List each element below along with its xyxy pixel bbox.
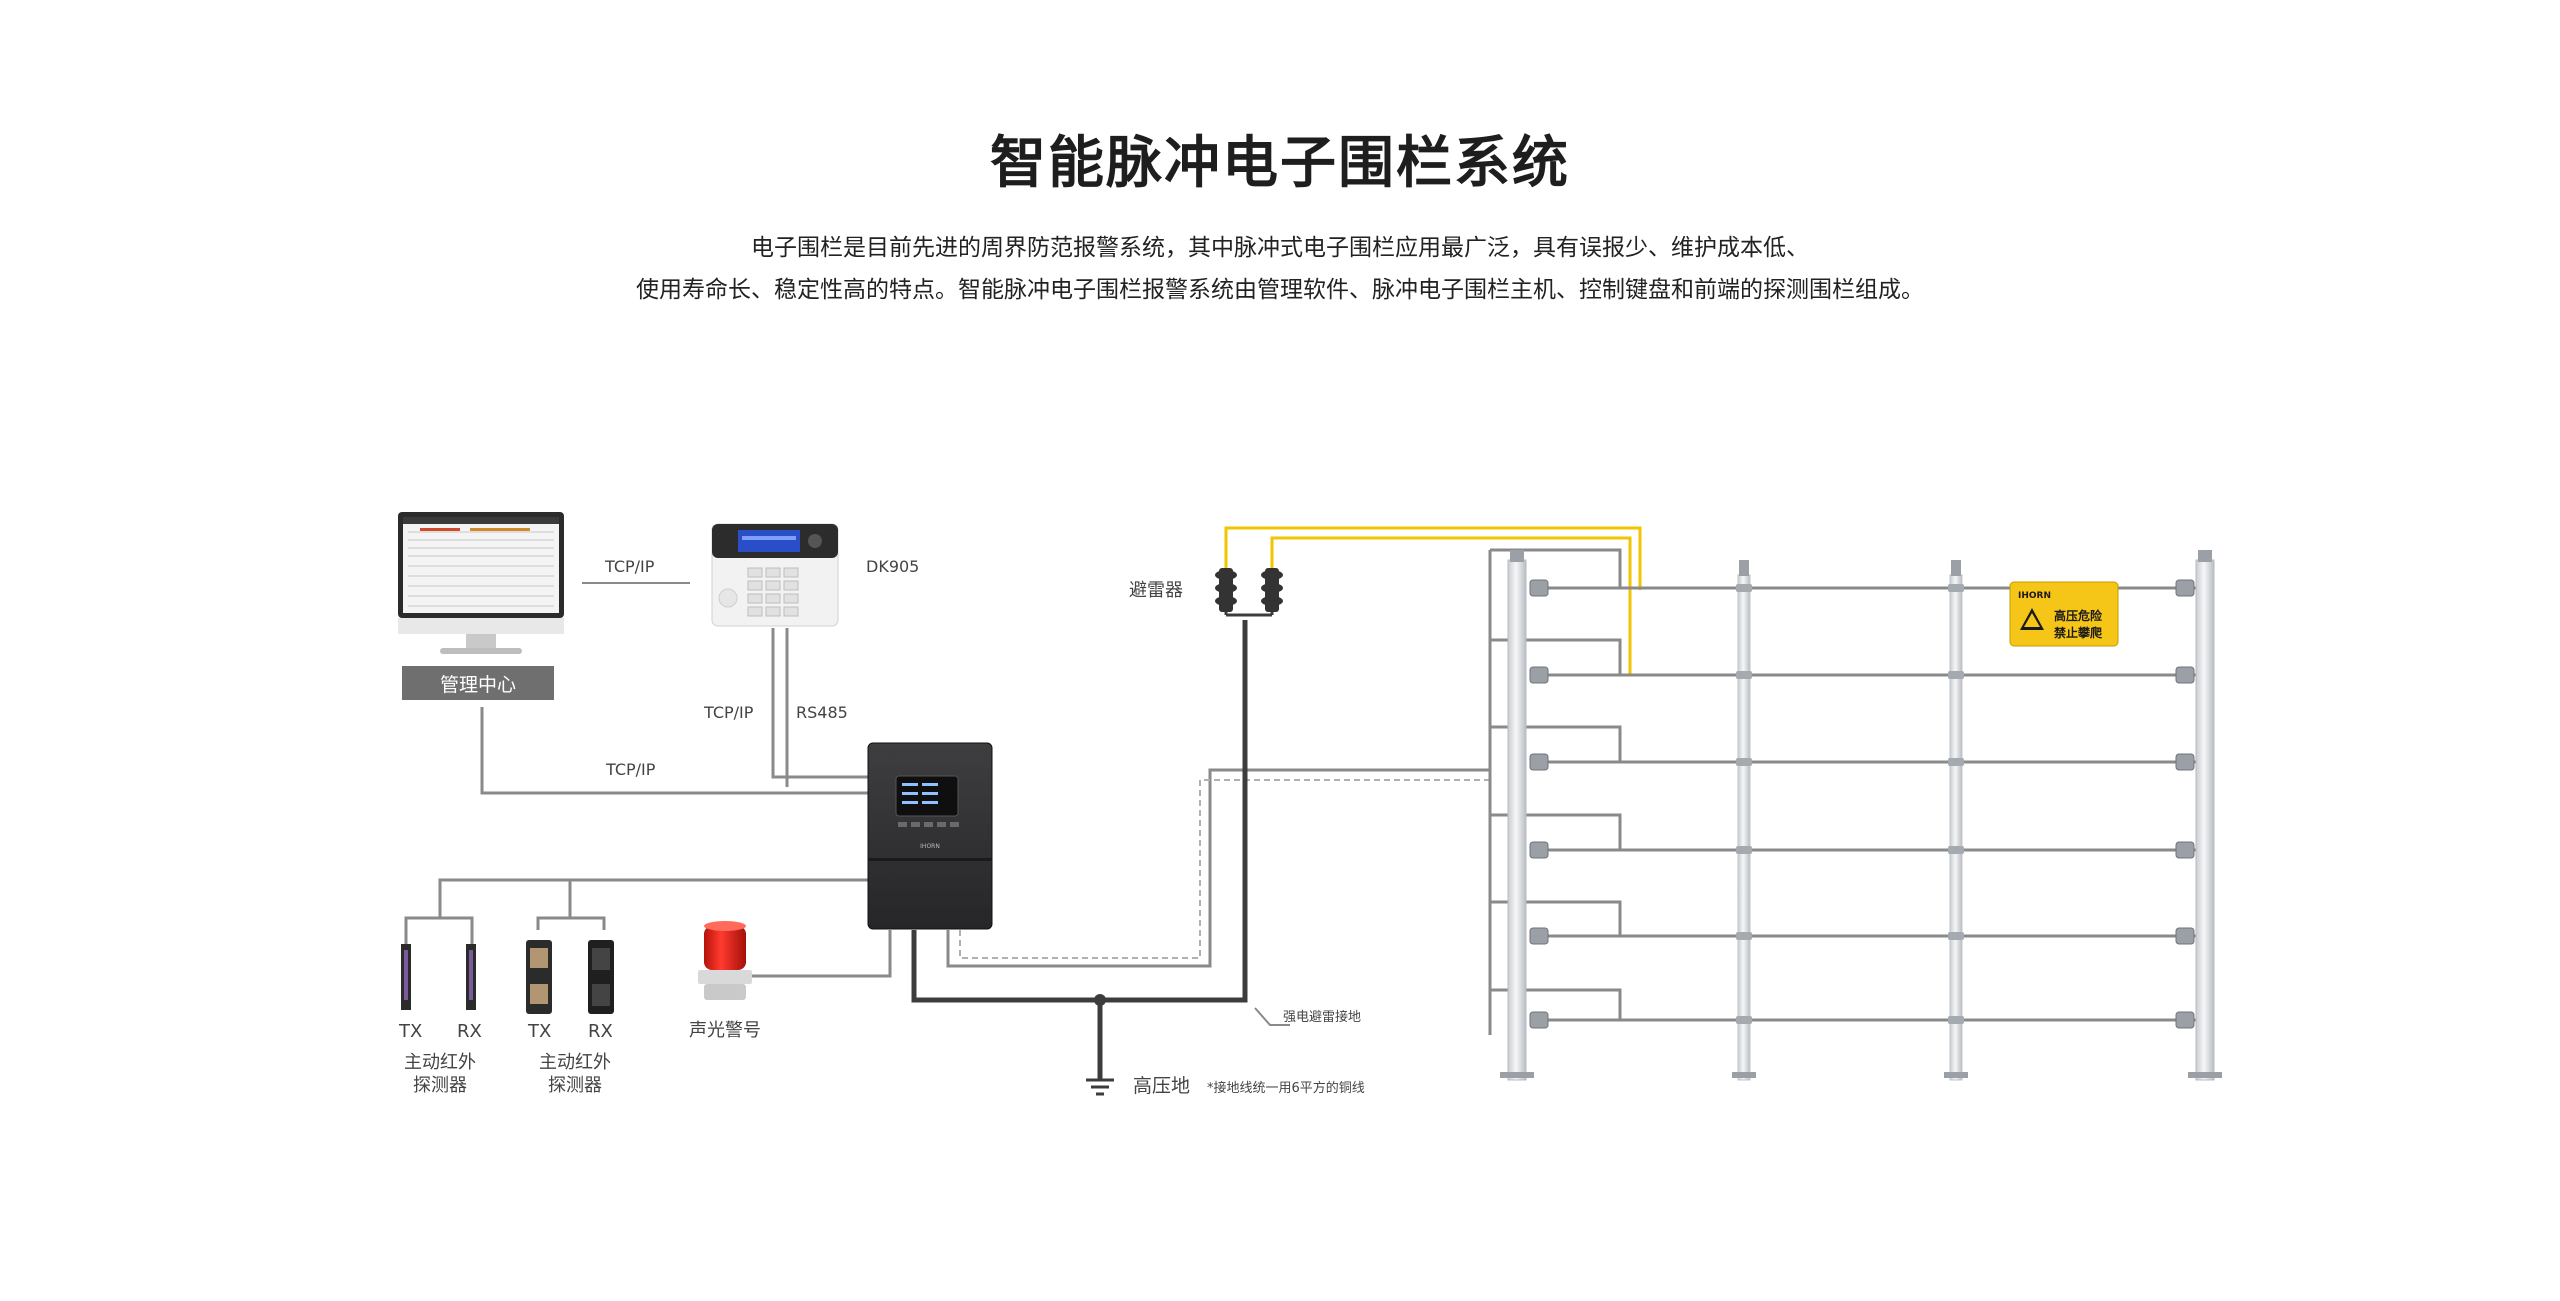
management-center-badge [402, 666, 554, 700]
ground-note: *接地线统一用6平方的铜线 [1207, 1080, 1365, 1096]
lightning-wires [1224, 526, 1642, 675]
page-title: 智能脉冲电子围栏系统 [990, 131, 1570, 196]
tcpip-label-center-host: TCP/IP [605, 760, 656, 779]
connection-lines [404, 548, 1622, 1035]
description-line-1: 电子围栏是目前先进的周界防范报警系统，其中脉冲式电子围栏应用最广泛，具有误报少、… [751, 235, 1809, 261]
tcpip-label-monitor-keyboard: TCP/IP [604, 557, 655, 576]
siren [698, 921, 752, 1000]
keyboard-model-label: DK905 [866, 557, 919, 576]
fence [1500, 550, 2222, 1081]
pulse-fence-host [867, 742, 993, 930]
ir-detector-1-label-line1: 主动红外 [404, 1052, 476, 1073]
high-voltage-ground-label: 高压地 [1133, 1075, 1190, 1097]
ir-detector-1-label-line2: 探测器 [413, 1075, 467, 1096]
management-monitor [398, 512, 564, 654]
tx-label-1: TX [398, 1021, 422, 1042]
warning-sign-brand: IHORN [2018, 591, 2051, 601]
ir-detector-2 [526, 940, 614, 1014]
host-brand-label: IHORN [920, 843, 940, 850]
warning-sign-line2: 禁止攀爬 [2054, 625, 2103, 640]
description-line-2: 使用寿命长、稳定性高的特点。智能脉冲电子围栏报警系统由管理软件、脉冲电子围栏主机… [636, 277, 1924, 303]
ir-detector-2-label-line1: 主动红外 [539, 1052, 611, 1073]
rs485-label: RS485 [796, 703, 848, 722]
strong-lightning-ground-label: 强电避雷接地 [1283, 1009, 1361, 1025]
tx-label-2: TX [527, 1021, 551, 1042]
siren-label: 声光警号 [689, 1020, 761, 1041]
lightning-arrester-2 [1261, 568, 1283, 612]
ground-symbol-icon [1086, 1078, 1114, 1096]
rx-label-1: RX [457, 1021, 482, 1042]
control-keyboard-dk905 [711, 523, 839, 627]
high-voltage-warning-sign [2009, 581, 2119, 647]
rx-label-2: RX [588, 1021, 613, 1042]
management-center-label: 管理中心 [440, 674, 516, 696]
warning-sign-line1: 高压危险 [2054, 608, 2103, 623]
ir-detector-2-label-line2: 探测器 [548, 1075, 602, 1096]
lightning-arrester-1 [1215, 568, 1237, 612]
lightning-arrester-label: 避雷器 [1129, 580, 1183, 601]
ir-detector-1 [401, 930, 476, 1010]
tcpip-label-keyboard-host: TCP/IP [703, 703, 754, 722]
